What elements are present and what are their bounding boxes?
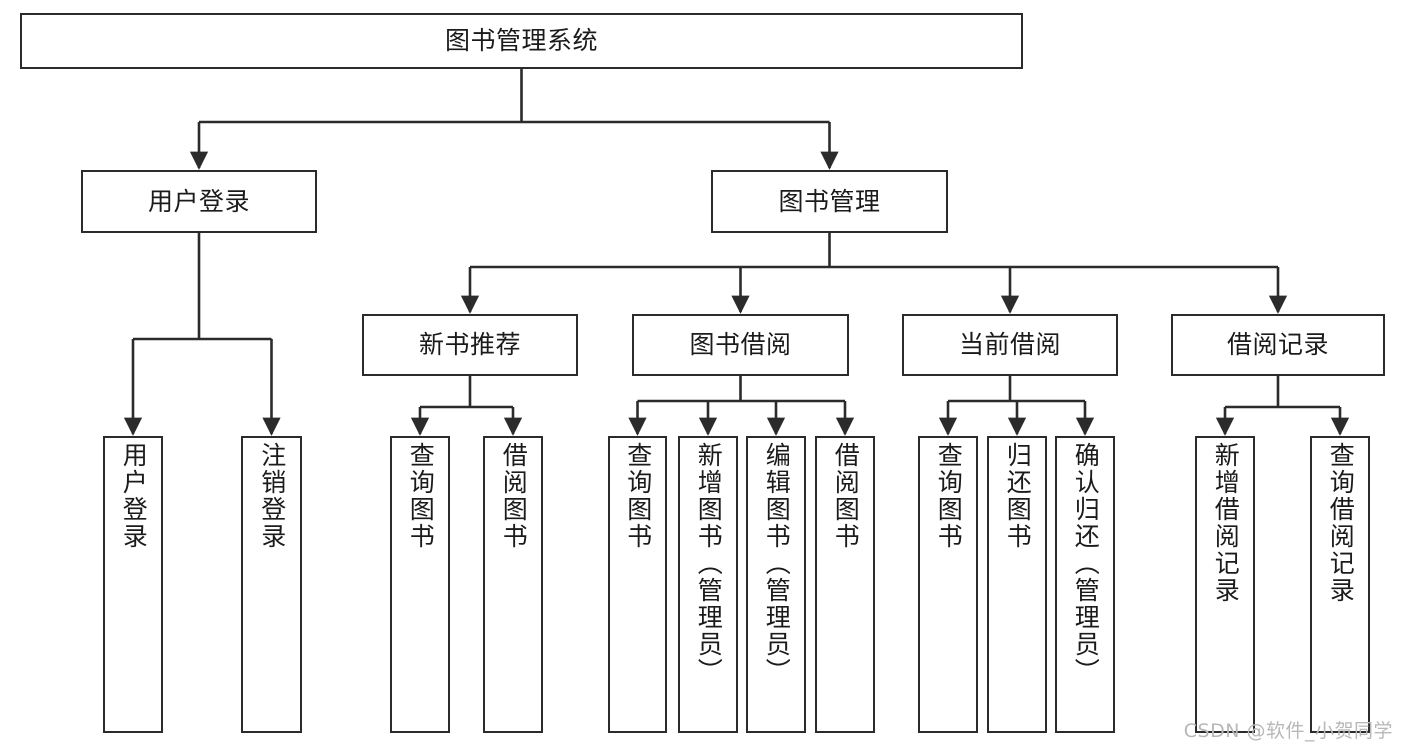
node-label: 归还图书 xyxy=(1003,442,1033,550)
node-label: 借阅图书 xyxy=(499,442,529,550)
node-label: 新书推荐 xyxy=(418,330,521,360)
node-label: 查询图书 xyxy=(934,442,964,550)
node-label: 查询图书 xyxy=(623,442,653,550)
node-n-user-login[interactable]: 用户登录 xyxy=(81,170,317,233)
connector-bus xyxy=(470,233,1278,269)
node-l-rec-add[interactable]: 新增借阅记录 xyxy=(1195,436,1255,733)
connector-bus xyxy=(199,69,830,124)
node-l-nr-query[interactable]: 查询图书 xyxy=(390,436,450,733)
connector-bus xyxy=(133,233,272,341)
node-l-cb-confirm[interactable]: 确认归还（管理员） xyxy=(1055,436,1115,733)
node-l-rec-query[interactable]: 查询借阅记录 xyxy=(1310,436,1370,733)
node-label: 新增图书（管理员） xyxy=(694,442,724,685)
node-label: 当前借阅 xyxy=(958,330,1061,360)
node-label: 借阅图书 xyxy=(831,442,861,550)
node-l-cb-query[interactable]: 查询图书 xyxy=(918,436,978,733)
connector-bus xyxy=(948,376,1085,403)
node-n-new-rec[interactable]: 新书推荐 xyxy=(362,314,578,376)
node-l-bb-add[interactable]: 新增图书（管理员） xyxy=(678,436,738,733)
node-label: 图书借阅 xyxy=(689,330,792,360)
node-l-cb-return[interactable]: 归还图书 xyxy=(987,436,1047,733)
node-label: 编辑图书（管理员） xyxy=(762,442,792,685)
node-n-current[interactable]: 当前借阅 xyxy=(902,314,1118,376)
node-label: 查询借阅记录 xyxy=(1326,442,1356,604)
node-label: 确认归还（管理员） xyxy=(1071,442,1101,685)
node-l-bb-edit[interactable]: 编辑图书（管理员） xyxy=(746,436,806,733)
node-n-book-mgmt[interactable]: 图书管理 xyxy=(711,170,948,233)
node-n-borrow[interactable]: 图书借阅 xyxy=(632,314,849,376)
node-root[interactable]: 图书管理系统 xyxy=(20,13,1023,69)
node-label: 用户登录 xyxy=(147,186,250,216)
node-n-records[interactable]: 借阅记录 xyxy=(1171,314,1385,376)
node-label: 图书管理系统 xyxy=(444,26,598,56)
node-l-user-login[interactable]: 用户登录 xyxy=(103,436,163,733)
node-label: 查询图书 xyxy=(406,442,436,550)
node-l-nr-borrow[interactable]: 借阅图书 xyxy=(483,436,543,733)
connector-bus xyxy=(637,376,845,403)
connector-bus xyxy=(1225,376,1340,409)
node-label: 新增借阅记录 xyxy=(1211,442,1241,604)
node-label: 借阅记录 xyxy=(1226,330,1329,360)
connector-bus xyxy=(420,376,513,409)
node-label: 注销登录 xyxy=(257,442,287,550)
node-l-logout[interactable]: 注销登录 xyxy=(241,436,302,733)
node-label: 图书管理 xyxy=(778,186,881,216)
node-l-bb-query[interactable]: 查询图书 xyxy=(608,436,667,733)
node-l-bb-borrow[interactable]: 借阅图书 xyxy=(815,436,875,733)
node-label: 用户登录 xyxy=(119,442,149,550)
